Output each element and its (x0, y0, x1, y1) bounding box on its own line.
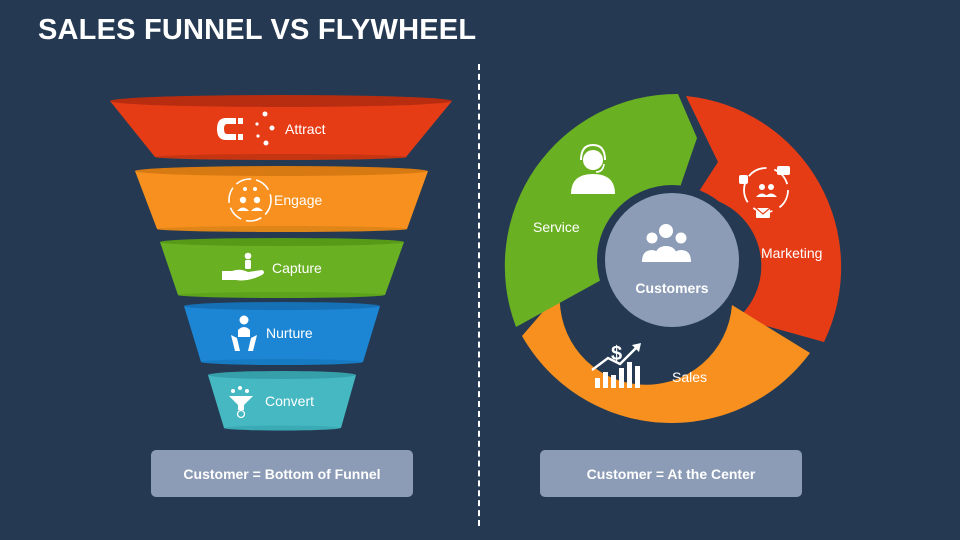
funnel-stage-nurture: Nurture (184, 302, 380, 365)
sales-chart-dollar-icon: $ (591, 343, 641, 388)
funnel-stage-convert: Convert (208, 371, 356, 431)
customers-group-icon (642, 224, 691, 262)
funnel-label-convert: Convert (265, 393, 314, 409)
funnel-caption: Customer = Bottom of Funnel (151, 450, 413, 497)
hand-person-icon (222, 252, 264, 281)
funnel-stage-attract: Attract (110, 95, 452, 160)
marketing-people-icon (739, 166, 790, 218)
page-title: SALES FUNNEL VS FLYWHEEL (38, 14, 477, 46)
magnet-icon (217, 111, 275, 146)
support-agent-icon (571, 143, 615, 194)
flywheel-label-sales: Sales (672, 369, 707, 385)
engage-people-icon (228, 178, 272, 222)
funnel-label-engage: Engage (274, 192, 322, 208)
funnel-dollar-icon (229, 386, 253, 419)
flywheel-segment-marketing (686, 96, 842, 342)
funnel-label-nurture: Nurture (266, 325, 313, 341)
funnel-stage-engage: Engage (135, 166, 428, 232)
flywheel-label-marketing: Marketing (761, 245, 822, 261)
flywheel: Customers Service Marketing (504, 93, 842, 423)
flywheel-caption: Customer = At the Center (540, 450, 802, 497)
flywheel-segment-service (504, 93, 697, 327)
nurture-person-icon (231, 315, 257, 351)
funnel-label-attract: Attract (285, 121, 326, 137)
center-divider (478, 64, 480, 526)
sales-dollar-sign: $ (611, 343, 622, 365)
flywheel-label-service: Service (533, 219, 580, 235)
funnel-label-capture: Capture (272, 260, 322, 276)
flywheel-center-label: Customers (635, 280, 708, 296)
funnel: Attract Engage (110, 95, 452, 431)
funnel-stage-capture: Capture (160, 238, 404, 298)
flywheel-segment-sales (522, 292, 810, 423)
